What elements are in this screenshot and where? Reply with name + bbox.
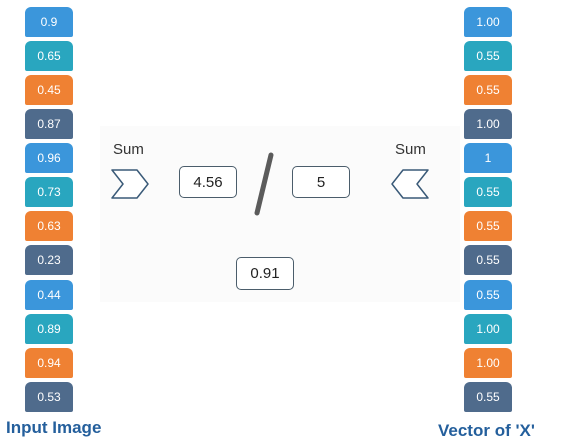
input-cell: 0.73 — [25, 177, 73, 207]
input-cell: 0.45 — [25, 75, 73, 105]
vector-cell: 0.55 — [464, 245, 512, 275]
chevron-left-icon — [391, 169, 429, 199]
vector-cell: 1.00 — [464, 7, 512, 37]
vector-cell: 1.00 — [464, 314, 512, 344]
vector-cell: 1.00 — [464, 348, 512, 378]
input-image-label: Input Image — [6, 418, 102, 437]
vector-x-label: Vector of 'X' — [438, 421, 535, 440]
result-box: 0.91 — [236, 257, 294, 290]
vector-cell: 0.55 — [464, 177, 512, 207]
input-cell: 0.63 — [25, 211, 73, 241]
vector-cell: 1.00 — [464, 109, 512, 139]
vector-cell: 0.55 — [464, 75, 512, 105]
input-cell: 0.23 — [25, 245, 73, 275]
input-cell: 0.94 — [25, 348, 73, 378]
input-cell: 0.9 — [25, 7, 73, 37]
divide-icon — [254, 152, 274, 216]
input-cell: 0.44 — [25, 280, 73, 310]
sum-left-label: Sum — [113, 141, 144, 158]
vector-cell: 0.55 — [464, 211, 512, 241]
vector-cell: 1 — [464, 143, 512, 173]
chevron-right-icon — [111, 169, 149, 199]
vector-cell: 0.55 — [464, 280, 512, 310]
input-cell: 0.96 — [25, 143, 73, 173]
numerator-box: 4.56 — [179, 166, 237, 198]
input-cell: 0.65 — [25, 41, 73, 71]
sum-right-label: Sum — [395, 141, 426, 158]
denominator-box: 5 — [292, 166, 350, 198]
input-cell: 0.87 — [25, 109, 73, 139]
vector-cell: 0.55 — [464, 382, 512, 412]
input-cell: 0.53 — [25, 382, 73, 412]
input-cell: 0.89 — [25, 314, 73, 344]
vector-cell: 0.55 — [464, 41, 512, 71]
